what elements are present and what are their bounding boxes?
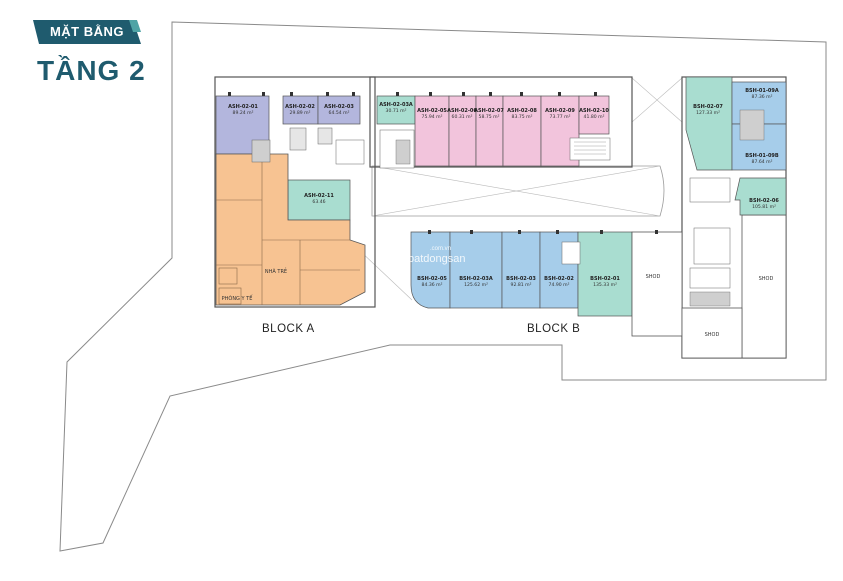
shop-1-label: SHOD bbox=[646, 274, 661, 280]
unit-area-ash-02-05: 75.94 m² bbox=[422, 114, 443, 120]
unit-bsh-02-05[interactable] bbox=[410, 231, 451, 309]
unit-ash-02-06[interactable] bbox=[448, 95, 477, 167]
unit-area-ash-02-03: 64.54 m² bbox=[329, 110, 350, 116]
block-b-stair bbox=[561, 241, 581, 265]
unit-ash-02-10[interactable] bbox=[578, 95, 610, 135]
unit-area-ash-02-03a: 30.71 m² bbox=[386, 108, 407, 114]
unit-bsh-02-07[interactable] bbox=[685, 76, 733, 171]
unit-label-bsh-02-05: BSH-02-05 bbox=[417, 276, 447, 282]
unit-ash-02-02[interactable] bbox=[282, 95, 319, 125]
unit-label-bsh-02-03a: BSH-02-03A bbox=[459, 276, 493, 282]
unit-area-bsh-01-09b: 87.64 m² bbox=[752, 159, 773, 165]
unit-ash-02-11[interactable] bbox=[287, 179, 351, 221]
shop-3-label: SHOD bbox=[705, 332, 720, 338]
unit-label-bsh-02-02: BSH-02-02 bbox=[544, 276, 574, 282]
unit-label-ash-02-09: ASH-02-09 bbox=[545, 108, 575, 114]
block-a-core bbox=[251, 127, 415, 169]
unit-label-ash-02-01: ASH-02-01 bbox=[228, 104, 258, 110]
unit-label-ash-02-11: ASH-02-11 bbox=[304, 193, 334, 199]
unit-area-bsh-02-03: 92.81 m² bbox=[511, 282, 532, 288]
badge-label: MẶT BẰNG bbox=[49, 24, 125, 39]
floor-title: TẦNG 2 bbox=[37, 55, 146, 86]
block-b-upper-stair bbox=[569, 137, 611, 161]
column-markers bbox=[228, 92, 658, 234]
unit-label-bsh-02-01: BSH-02-01 bbox=[590, 276, 620, 282]
block-a-label: BLOCK A bbox=[262, 323, 315, 335]
unit-area-ash-02-02: 29.89 m² bbox=[290, 110, 311, 116]
unit-ash-02-07[interactable] bbox=[475, 95, 504, 167]
unit-area-ash-02-07: 58.75 m² bbox=[479, 114, 500, 120]
shop-1-area[interactable] bbox=[631, 231, 683, 337]
unit-area-ash-02-10: 41.80 m² bbox=[584, 114, 605, 120]
unit-area-ash-02-06: 60.31 m² bbox=[452, 114, 473, 120]
unit-ash-02-08[interactable] bbox=[502, 95, 542, 167]
right-block-core bbox=[689, 109, 765, 307]
unit-label-bsh-02-07: BSH-02-07 bbox=[693, 104, 723, 110]
unit-bsh-02-03[interactable] bbox=[501, 231, 541, 309]
nha-tre-area[interactable] bbox=[215, 153, 366, 306]
unit-label-ash-02-02: ASH-02-02 bbox=[285, 104, 315, 110]
unit-label-ash-02-03: ASH-02-03 bbox=[324, 104, 354, 110]
unit-labels: ASH-02-01 89.24 m² ASH-02-02 29.89 m² AS… bbox=[228, 88, 779, 288]
badge-shape bbox=[33, 20, 141, 44]
shop-2-area[interactable] bbox=[741, 214, 787, 359]
unit-area-bsh-02-07: 127.33 m² bbox=[696, 110, 720, 116]
unit-area-ash-02-09: 73.77 m² bbox=[550, 114, 571, 120]
unit-label-bsh-02-03: BSH-02-03 bbox=[506, 276, 536, 282]
unit-label-bsh-01-09a: BSH-01-09A bbox=[745, 88, 779, 94]
section-badge: MẶT BẰNG bbox=[33, 20, 141, 44]
block-b-label: BLOCK B bbox=[527, 323, 580, 335]
unit-area-ash-02-08: 83.75 m² bbox=[512, 114, 533, 120]
shop-3-area[interactable] bbox=[681, 307, 743, 359]
watermark-suffix: .com.vn bbox=[430, 246, 451, 252]
unit-label-ash-02-06: ASH-02-06 bbox=[447, 108, 477, 114]
unit-area-bsh-02-05: 84.36 m² bbox=[422, 282, 443, 288]
corridor-upper bbox=[371, 165, 665, 217]
unit-area-bsh-02-01: 135.33 m² bbox=[593, 282, 617, 288]
unit-label-ash-02-07: ASH-02-07 bbox=[474, 108, 504, 114]
watermark: batdongsan bbox=[408, 253, 466, 265]
unit-bsh-02-06[interactable] bbox=[734, 177, 787, 216]
unit-area-bsh-01-09a: 87.36 m² bbox=[752, 94, 773, 100]
unit-bsh-02-03a[interactable] bbox=[449, 231, 503, 309]
unit-area-bsh-02-03a: 125.62 m² bbox=[464, 282, 488, 288]
unit-label-ash-02-05: ASH-02-05 bbox=[417, 108, 447, 114]
block-a-outline bbox=[214, 76, 376, 308]
unit-area-bsh-02-06: 105.81 m² bbox=[752, 204, 776, 210]
unit-label-bsh-02-06: BSH-02-06 bbox=[749, 198, 779, 204]
unit-label-ash-02-10: ASH-02-10 bbox=[579, 108, 609, 114]
unit-area-ash-02-01: 89.24 m² bbox=[233, 110, 254, 116]
unit-bsh-02-01[interactable] bbox=[577, 231, 633, 317]
phong-y-te-label: PHÒNG Y TẾ bbox=[222, 294, 254, 302]
unit-label-bsh-01-09b: BSH-01-09B bbox=[745, 153, 779, 159]
nha-tre-walls bbox=[216, 154, 360, 305]
shop-2-label: SHOD bbox=[759, 276, 774, 282]
unit-label-ash-02-03a: ASH-02-03A bbox=[379, 102, 413, 108]
unit-ash-02-05[interactable] bbox=[414, 95, 450, 167]
unit-ash-02-03a[interactable] bbox=[376, 95, 416, 125]
unit-label-ash-02-08: ASH-02-08 bbox=[507, 108, 537, 114]
unit-area-ash-02-11: 63.46 bbox=[312, 199, 325, 205]
unit-ash-02-03[interactable] bbox=[317, 95, 361, 125]
block-b-upper-outline bbox=[369, 76, 633, 168]
unit-area-bsh-02-02: 74.90 m² bbox=[549, 282, 570, 288]
nha-tre-label: NHÀ TRẺ bbox=[265, 267, 287, 275]
